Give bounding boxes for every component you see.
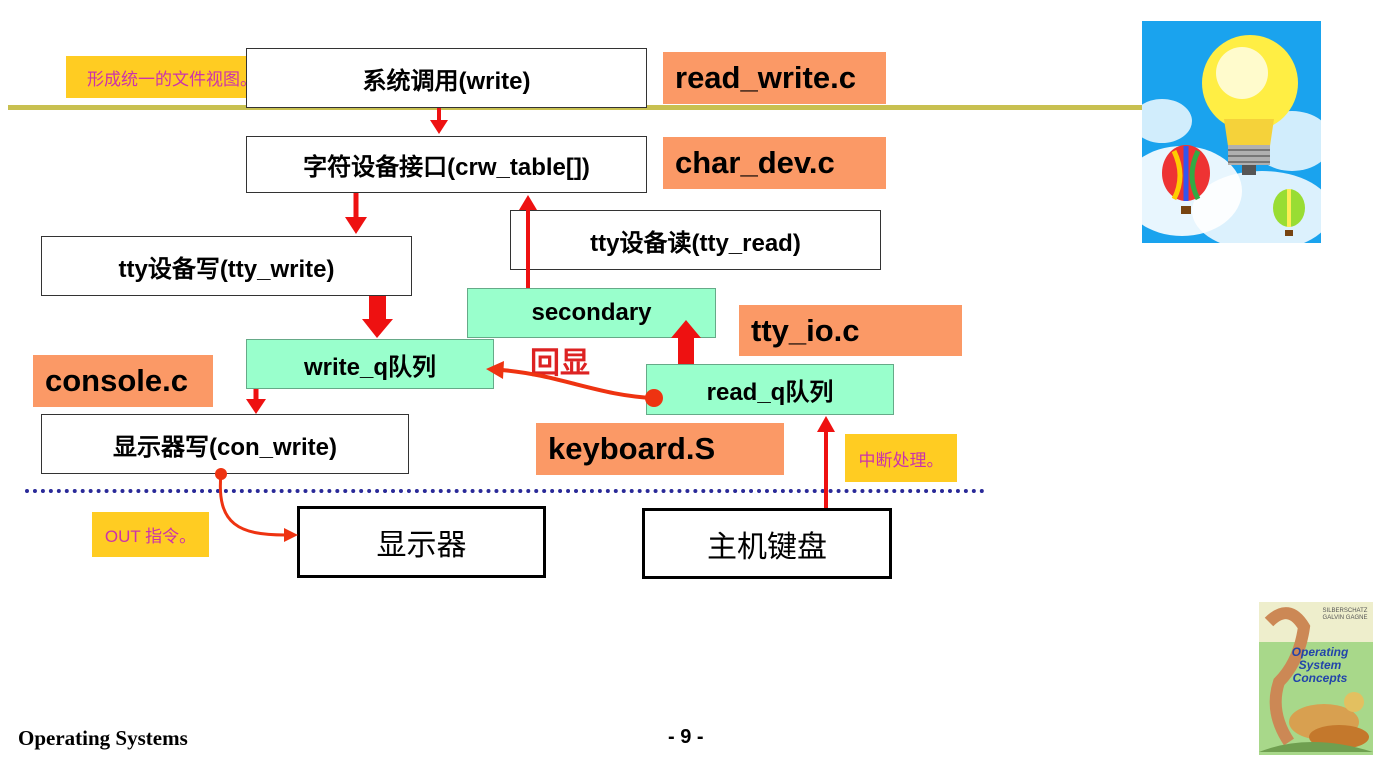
box-display-device: 显示器 bbox=[297, 506, 546, 578]
arrow-tty-write-to-write-q bbox=[362, 296, 393, 338]
label-keyboard-s: keyboard.S bbox=[536, 423, 784, 475]
note-interrupt-handling: 中断处理。 bbox=[845, 434, 957, 482]
page-number: - 9 - bbox=[668, 726, 704, 748]
box-console-write: 显示器写(con_write) bbox=[41, 414, 409, 474]
book-title: Operating System Concepts bbox=[1291, 645, 1349, 685]
box-syscall-write: 系统调用(write) bbox=[246, 48, 647, 108]
box-read-q: read_q队列 bbox=[646, 364, 894, 415]
arrow-syscall-to-char-interface bbox=[430, 108, 448, 134]
label-tty-io-c: tty_io.c bbox=[739, 305, 962, 356]
label-read-write-c: read_write.c bbox=[663, 52, 886, 104]
arrow-char-interface-to-tty-write bbox=[345, 193, 367, 234]
arrow-keyboard-to-read-q bbox=[817, 416, 835, 508]
lightbulb-balloons-image bbox=[1142, 21, 1321, 243]
box-secondary-queue: secondary bbox=[467, 288, 716, 338]
footer-title: Operating Systems bbox=[18, 726, 188, 750]
box-tty-write: tty设备写(tty_write) bbox=[41, 236, 412, 296]
arrow-write-q-to-console-write bbox=[246, 389, 266, 414]
book-authors: SILBERSCHATZ GALVIN GAGNE bbox=[1322, 608, 1368, 621]
label-console-c: console.c bbox=[33, 355, 213, 407]
box-host-keyboard: 主机键盘 bbox=[642, 508, 892, 579]
book-cover-image: SILBERSCHATZ GALVIN GAGNE Operating Syst… bbox=[1259, 602, 1373, 755]
box-tty-read: tty设备读(tty_read) bbox=[510, 210, 881, 270]
box-write-q: write_q队列 bbox=[246, 339, 494, 389]
note-out-instruction: OUT 指令。 bbox=[92, 512, 209, 557]
echo-label: 回显 bbox=[530, 347, 590, 380]
dinosaur-illustration bbox=[1259, 602, 1373, 755]
hardware-boundary-line bbox=[25, 489, 985, 493]
arrow-console-write-to-display bbox=[215, 468, 298, 542]
box-char-device-interface: 字符设备接口(crw_table[]) bbox=[246, 136, 647, 193]
note-unified-view: 形成统一的文件视图。 bbox=[66, 56, 278, 98]
label-char-dev-c: char_dev.c bbox=[663, 137, 886, 189]
